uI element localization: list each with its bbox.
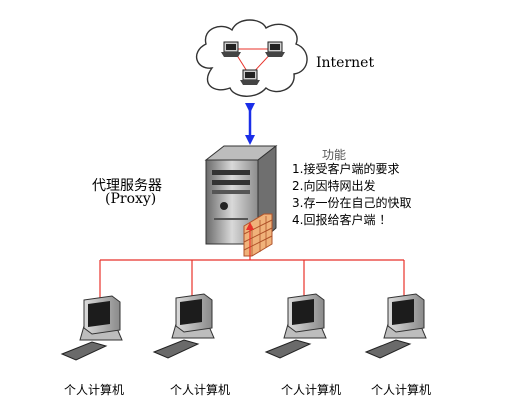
computer-icon — [152, 293, 215, 359]
proxy-server-label: 代理服务器 — [92, 178, 162, 194]
function-item: 3.存一份在自己的快取 — [292, 196, 412, 210]
laptop-icon — [221, 41, 241, 57]
function-item: 1.接受客户端的要求 — [292, 162, 400, 176]
functions-title: 功能 — [322, 148, 347, 162]
computer-icon — [264, 293, 327, 359]
cloud-icon — [195, 19, 308, 97]
server-icon — [204, 144, 278, 246]
laptop-icon — [240, 69, 260, 85]
client-label: 个人计算机 — [371, 383, 432, 397]
client-label: 个人计算机 — [170, 383, 231, 397]
function-item: 2.向因特网出发 — [292, 179, 376, 193]
functions-list: 1.接受客户端的要求 2.向因特网出发 3.存一份在自己的快取 4.回报给客户端… — [292, 161, 411, 229]
client-label: 个人计算机 — [64, 383, 125, 397]
internet-label: Internet — [316, 55, 375, 71]
function-item: 4.回报给客户端 ！ — [292, 213, 392, 227]
computer-icon — [60, 295, 123, 361]
proxy-server-label-en: (Proxy) — [105, 191, 157, 207]
computer-icon — [364, 293, 427, 359]
client-label: 个人计算机 — [281, 383, 342, 397]
laptop-icon — [265, 41, 285, 57]
